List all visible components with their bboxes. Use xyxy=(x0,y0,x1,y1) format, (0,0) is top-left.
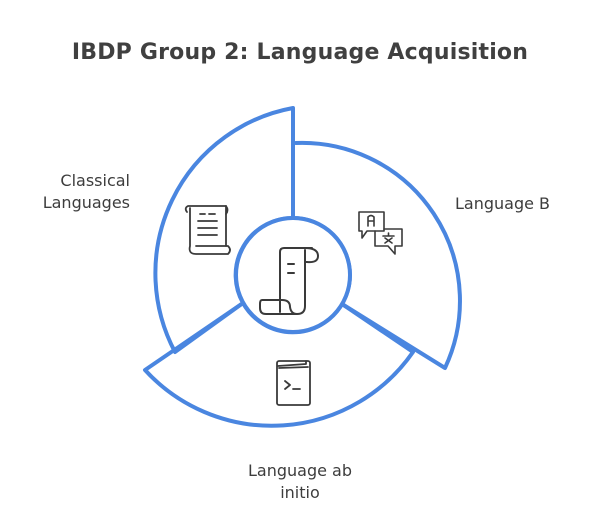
label-language-ab-initio: Language ab initio xyxy=(200,460,400,504)
label-line: Languages xyxy=(42,193,130,212)
label-line: Classical xyxy=(60,171,130,190)
center-circle[interactable] xyxy=(234,216,352,334)
scroll-text-icon xyxy=(184,205,231,255)
diagram-title: IBDP Group 2: Language Acquisition xyxy=(71,40,529,65)
book-terminal-icon xyxy=(276,360,311,406)
label-language-b: Language B xyxy=(455,193,585,215)
label-line: Language ab xyxy=(247,461,352,480)
scroll-icon xyxy=(259,247,319,315)
label-line: Language B xyxy=(455,194,551,213)
label-classical-languages: Classical Languages xyxy=(20,170,130,214)
translate-icon xyxy=(358,211,403,255)
label-line: initio xyxy=(280,483,320,502)
